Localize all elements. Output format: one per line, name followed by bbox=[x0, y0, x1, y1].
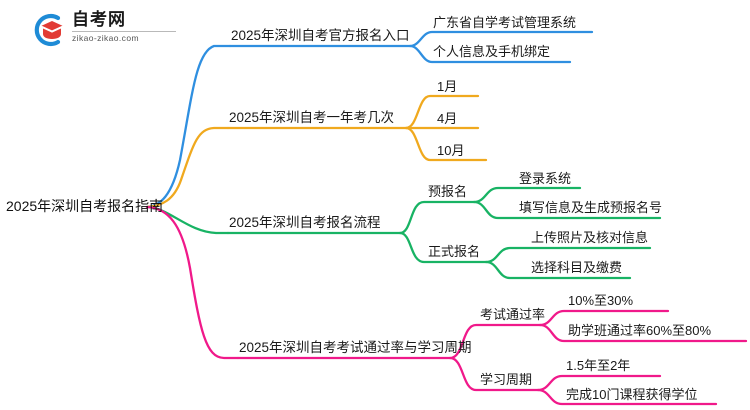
site-logo: 自考网 zikao-zikao.com bbox=[28, 10, 188, 50]
branch-label-pass-rate-duration[interactable]: 2025年深圳自考考试通过率与学习周期 bbox=[239, 340, 472, 355]
subnode-pre-registration[interactable]: 预报名 bbox=[428, 184, 468, 199]
logo-title: 自考网 bbox=[72, 10, 126, 29]
leaf-month-january[interactable]: 1月 bbox=[437, 79, 458, 94]
subnode-study-duration[interactable]: 学习周期 bbox=[480, 372, 533, 387]
subnode-exam-pass-rate[interactable]: 考试通过率 bbox=[480, 307, 546, 322]
graduation-cap-icon bbox=[34, 13, 64, 47]
leaf-pass-rate-range[interactable]: 10%至30% bbox=[568, 293, 634, 308]
leaf-month-april[interactable]: 4月 bbox=[437, 111, 458, 126]
connector-green-sub-0 bbox=[398, 200, 476, 235]
leaf-personal-info-phone-binding[interactable]: 个人信息及手机绑定 bbox=[433, 44, 551, 59]
leaf-upload-photo-verify-info[interactable]: 上传照片及核对信息 bbox=[531, 230, 649, 245]
leaf-gd-exam-system[interactable]: 广东省自学考试管理系统 bbox=[433, 15, 577, 30]
logo-divider bbox=[72, 31, 176, 32]
leaf-ten-courses-degree[interactable]: 完成10门课程获得学位 bbox=[566, 387, 698, 402]
connector-root-to-branch-pass-rate-duration bbox=[145, 205, 240, 360]
leaf-duration-range[interactable]: 1.5年至2年 bbox=[566, 358, 631, 373]
connector-root-to-branch-exam-frequency bbox=[145, 126, 230, 209]
leaf-fill-info-generate-number[interactable]: 填写信息及生成预报名号 bbox=[519, 200, 663, 215]
subnode-formal-registration[interactable]: 正式报名 bbox=[428, 244, 481, 259]
connector-root-to-branch-registration-entry bbox=[145, 44, 232, 209]
leaf-select-subjects-payment[interactable]: 选择科目及缴费 bbox=[531, 260, 623, 275]
leaf-login-system[interactable]: 登录系统 bbox=[519, 171, 572, 186]
leaf-tutoring-class-pass-rate[interactable]: 助学班通过率60%至80% bbox=[568, 323, 712, 338]
branch-label-registration-entry[interactable]: 2025年深圳自考官方报名入口 bbox=[231, 28, 410, 43]
branch-label-registration-process[interactable]: 2025年深圳自考报名流程 bbox=[229, 215, 381, 230]
mindmap-root-node[interactable]: 2025年深圳自考报名指南 bbox=[6, 198, 164, 214]
branch-label-exam-frequency[interactable]: 2025年深圳自考一年考几次 bbox=[229, 110, 395, 125]
leaf-month-october[interactable]: 10月 bbox=[437, 143, 465, 158]
logo-subtitle: zikao-zikao.com bbox=[72, 33, 139, 43]
